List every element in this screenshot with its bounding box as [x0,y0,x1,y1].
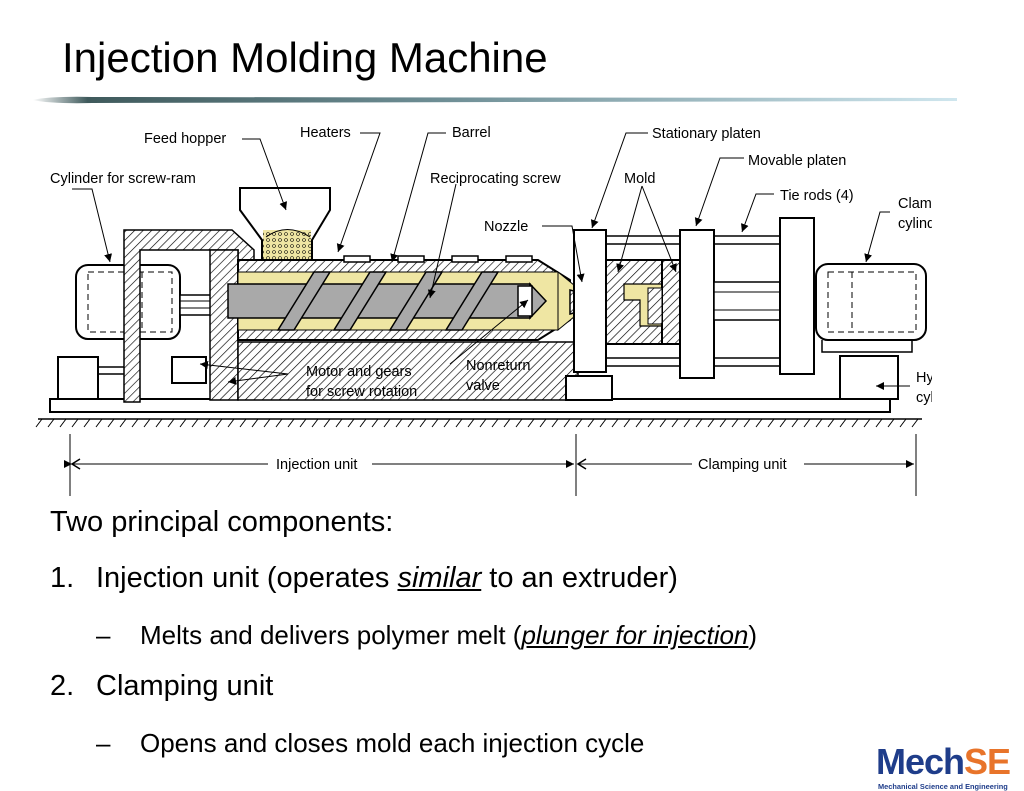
sub-item-2-dash: – [96,728,111,758]
label-clamping-cylinder-line2: cylinder [898,216,932,232]
stationary-platen [565,229,613,401]
label-nozzle: Nozzle [484,219,528,235]
dimension-lines [64,434,917,496]
label-clamping-unit: Clamping unit [698,457,787,473]
sub-item-1-text-b: ) [748,620,758,650]
list-item-2: 2. Clamping unit [50,670,273,703]
sub-item-1: –Melts and delivers polymer melt (plunge… [96,620,757,651]
sub-item-2-text: Opens and closes mold each injection cyc… [140,728,645,758]
label-injection-unit: Injection unit [276,457,357,473]
item-2-number: 2. [50,670,75,702]
label-barrel: Barrel [452,125,491,141]
injection-molding-diagram: Feed hopper Heaters Barrel Stationary pl… [35,125,932,496]
label-leaders [72,132,910,390]
label-motor-gears-line2: for screw rotation [306,384,417,400]
sub-item-2: –Opens and closes mold each injection cy… [96,728,644,759]
intro-label: Two principal components: [50,506,394,538]
intro-text: Two principal components: [50,506,393,539]
reciprocating-screw [227,271,548,331]
label-feed-hopper: Feed hopper [144,131,226,147]
item-1-text-b: to an extruder) [481,562,678,594]
label-reciprocating-screw: Reciprocating screw [430,171,561,187]
sub-item-1-emphasis: plunger for injection [521,620,749,650]
label-heaters: Heaters [300,125,351,141]
logo-subtitle: Mechanical Science and Engineering [878,782,1008,791]
title-divider [32,96,957,104]
mechse-logo: MechSE Mechanical Science and Engineerin… [876,744,1024,791]
label-hydraulic-cylinder-line1: Hydraulic [916,370,932,386]
label-hydraulic-cylinder-line2: cylinder [916,390,932,406]
slide-title: Injection Molding Machine [62,34,548,81]
item-1-emphasis: similar [397,562,482,594]
mold [605,259,681,345]
label-nonreturn-line1: Nonreturn [466,358,530,374]
sub-item-1-text-a: Melts and delivers polymer melt ( [140,620,522,650]
logo-mech-text: Mech [876,741,965,782]
movable-platen [679,229,785,379]
label-stationary-platen: Stationary platen [652,126,761,142]
label-tie-rods: Tie rods (4) [780,188,854,204]
label-movable-platen: Movable platen [748,153,846,169]
label-motor-gears-line1: Motor and gears [306,364,412,380]
clamping-cylinder [815,263,927,400]
label-clamping-cylinder-line1: Clamping [898,196,932,212]
motor-and-gears [57,356,207,400]
screw-ram-cylinder [75,264,217,340]
label-cylinder-screw-ram: Cylinder for screw-ram [50,171,196,187]
item-1-text-a: Injection unit (operates [96,562,398,594]
rear-platen [779,217,815,375]
logo-se-text: SE [964,741,1011,782]
list-item-1: 1. Injection unit (operates similar to an… [50,562,678,595]
sub-item-1-dash: – [96,620,111,650]
feed-hopper [239,187,331,261]
item-2-text: Clamping unit [96,670,274,702]
label-nonreturn-line2: valve [466,378,500,394]
machine-base [35,398,922,428]
item-1-number: 1. [50,562,75,594]
label-mold: Mold [624,171,655,187]
logo-wordmark: MechSE [876,741,1011,782]
